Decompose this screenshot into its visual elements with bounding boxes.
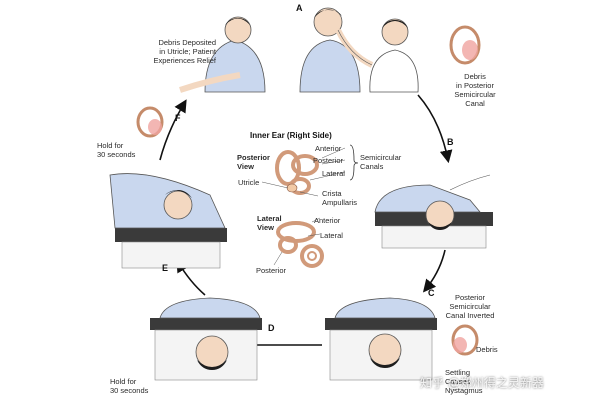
step-label-d: D xyxy=(268,323,275,333)
inner-ear-title: Inner Ear (Right Side) xyxy=(250,131,332,140)
debris-small-caption: Debris xyxy=(476,345,498,354)
caption-line: in Utricle; Patient xyxy=(159,47,216,56)
ear-icon-top-right xyxy=(449,25,481,65)
label-line: Ampullaris xyxy=(322,198,358,207)
hold-caption-top: Hold for 30 seconds xyxy=(97,141,135,159)
anterior-canal-label-lateral: Anterior xyxy=(314,216,341,225)
panel-f-illustration xyxy=(179,16,266,93)
caption-line: 30 seconds xyxy=(97,150,136,159)
arrow-e-to-f xyxy=(159,99,187,161)
arrow-a-to-b xyxy=(417,94,453,164)
panel-d-illustration xyxy=(150,297,262,381)
panel-c-illustration xyxy=(325,297,437,381)
label-line: Posterior xyxy=(237,153,270,162)
caption-line: Settling xyxy=(445,368,471,377)
semicircular-canals-label: Semicircular Canals xyxy=(360,153,401,171)
panel-b-illustration xyxy=(374,172,493,249)
ear-icon-bottom-right xyxy=(451,324,479,356)
caption-line: in Posterior xyxy=(456,81,494,90)
caption-line: Semicircular xyxy=(449,302,491,311)
anterior-canal-label: Anterior xyxy=(315,144,342,153)
step-label-e: E xyxy=(162,263,169,273)
caption-line: Canal Inverted xyxy=(445,311,495,320)
step-label-b: B xyxy=(447,137,454,147)
caption-line: Hold for xyxy=(110,377,137,386)
caption-line: 30 seconds xyxy=(110,386,149,395)
lateral-canal-label: Lateral xyxy=(322,169,345,178)
caption-line: Nystagmus xyxy=(445,386,483,395)
step-label-f: F xyxy=(175,113,181,123)
hold-caption-bottom: Hold for 30 seconds xyxy=(110,377,148,395)
label-line: Lateral xyxy=(257,214,282,223)
debris-posterior-caption: Debris in Posterior Semicircular Canal xyxy=(450,72,500,108)
panel-e-illustration xyxy=(109,173,227,269)
caption-line: Experiences Relief xyxy=(153,56,216,65)
panel-a-illustration xyxy=(299,7,419,93)
caption-line: Causes xyxy=(445,377,471,386)
caption-line: Semicircular xyxy=(454,90,496,99)
settling-caption: Settling Causes Nystagmus xyxy=(445,368,483,395)
caption-line: Debris Deposited xyxy=(158,38,216,47)
posterior-canal-label-lateral: Posterior xyxy=(256,266,287,275)
caption-line: Canal xyxy=(465,99,485,108)
utricle-label: Utricle xyxy=(238,178,260,187)
label-line: View xyxy=(257,223,274,232)
caption-line: Debris xyxy=(464,72,486,81)
debris-utricle-caption: Debris Deposited in Utricle; Patient Exp… xyxy=(148,38,216,65)
label-line: Crista xyxy=(322,189,342,198)
watermark: 知乎 @郑州得之灵新器 xyxy=(420,376,544,390)
step-label-a: A xyxy=(296,3,303,13)
caption-line: Hold for xyxy=(97,141,124,150)
caption-line: Posterior xyxy=(454,293,485,302)
ear-icon-left xyxy=(136,106,164,138)
label-line: Semicircular xyxy=(360,153,402,162)
arrow-b-to-c xyxy=(422,249,446,293)
inner-ear-posterior-view xyxy=(261,147,346,197)
inner-ear-lateral-view xyxy=(273,217,324,268)
step-label-c: C xyxy=(428,288,435,298)
canal-inverted-caption: Posterior Semicircular Canal Inverted xyxy=(440,293,500,320)
posterior-canal-label: Posterior xyxy=(313,156,344,165)
label-line: View xyxy=(237,162,254,171)
semicircular-bracket xyxy=(349,144,359,181)
posterior-view-label: Posterior View xyxy=(237,153,270,171)
lateral-canal-label-lateral: Lateral xyxy=(320,231,343,240)
lateral-view-label: Lateral View xyxy=(257,214,282,232)
crista-ampullaris-label: Crista Ampullaris xyxy=(322,189,357,207)
label-line: Canals xyxy=(360,162,384,171)
